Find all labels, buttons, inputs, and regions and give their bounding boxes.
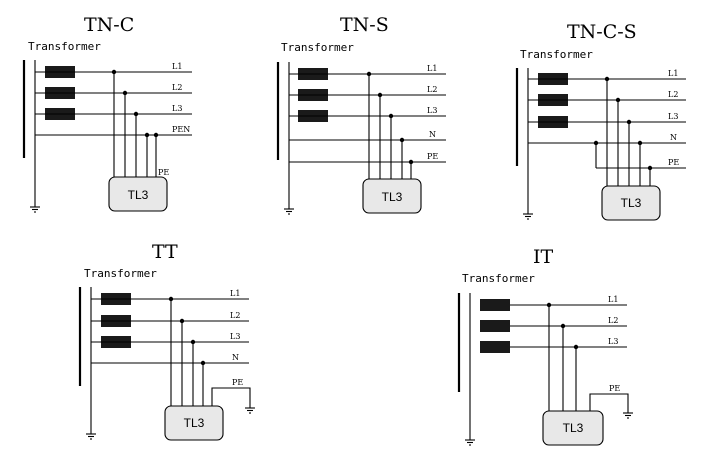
diagram-tn-s: TN-S Transformer L1 L2 L3 N PE TL3 (276, 14, 446, 215)
junction-dot (388, 113, 394, 119)
transformer-label: Transformer (28, 40, 101, 53)
label-l1: L1 (172, 62, 182, 71)
junction-dot (593, 140, 599, 146)
diagram-tn-c: TN-C Transformer L1 L2 L3 PEN PE TL3 (22, 14, 192, 213)
label-l1: L1 (230, 289, 240, 298)
transformer-label: Transformer (520, 48, 593, 61)
label-pe: PE (609, 384, 620, 393)
ground-symbol-icon (245, 407, 255, 414)
label-n: N (232, 353, 239, 362)
junction-dot (179, 318, 185, 324)
label-l3: L3 (230, 332, 240, 341)
device-box (362, 178, 422, 214)
label-pe: PE (668, 158, 679, 167)
pe-conductor (589, 393, 629, 413)
diagram-tt: TT Transformer L1 L2 L3 N PE TL3 (78, 241, 255, 441)
diagram-title: TN-C-S (567, 21, 637, 43)
junction-dot (111, 69, 117, 75)
junction-dot (637, 140, 643, 146)
junction-dot (190, 339, 196, 345)
device-label: TL3 (382, 190, 403, 204)
junction-dot (560, 323, 566, 329)
transformer-coil-l2 (480, 320, 510, 332)
device-box (164, 405, 224, 441)
ground-symbol-icon (284, 208, 294, 215)
diagram-title: TN-C (84, 14, 134, 36)
transformer-coil-l1 (480, 299, 510, 311)
label-l2: L2 (172, 83, 182, 92)
diagram-title: TN-S (340, 14, 389, 36)
diagram-title: IT (533, 246, 554, 268)
label-l3: L3 (668, 112, 678, 121)
junction-dot (144, 132, 150, 138)
label-pe: PE (427, 152, 438, 161)
junction-dot (377, 92, 383, 98)
label-l3: L3 (172, 104, 182, 113)
diagram-it: IT Transformer L1 L2 L3 PE TL3 (457, 246, 633, 446)
transformer-label: Transformer (462, 272, 535, 285)
label-n: N (670, 133, 677, 142)
junction-dot (168, 296, 174, 302)
pe-conductor (211, 387, 251, 408)
label-pe: PE (232, 378, 243, 387)
junction-dot (615, 97, 621, 103)
ground-symbol-icon (86, 433, 96, 440)
diagram-tn-c-s: TN-C-S Transformer L1 L2 L3 N PE TL3 (515, 21, 686, 221)
label-l2: L2 (230, 311, 240, 320)
transformer-label: Transformer (281, 41, 354, 54)
junction-dot (408, 159, 414, 165)
label-l2: L2 (668, 90, 678, 99)
label-l3: L3 (427, 106, 437, 115)
junction-dot (647, 165, 653, 171)
device-label: TL3 (621, 196, 642, 210)
label-pe: PE (158, 168, 169, 177)
device-box (108, 176, 168, 212)
junction-dot (546, 302, 552, 308)
device-label: TL3 (128, 188, 149, 202)
label-l1: L1 (608, 295, 618, 304)
junction-dot (604, 76, 610, 82)
label-l2: L2 (608, 316, 618, 325)
junction-dot (626, 119, 632, 125)
ground-symbol-icon (30, 206, 40, 213)
transformer-coil-l3 (480, 341, 510, 353)
label-l3: L3 (608, 337, 618, 346)
device-box (601, 185, 661, 221)
junction-dot (122, 90, 128, 96)
ground-symbol-icon (523, 213, 533, 220)
ground-symbol-icon (465, 439, 475, 446)
ground-symbol-icon (623, 412, 633, 419)
junction-dot (573, 344, 579, 350)
label-n: N (429, 130, 436, 139)
device-label: TL3 (563, 421, 584, 435)
diagram-title: TT (152, 241, 178, 263)
junction-dot (153, 132, 159, 138)
junction-dot (366, 71, 372, 77)
label-l1: L1 (668, 69, 678, 78)
device-box (542, 410, 604, 446)
transformer-label: Transformer (84, 267, 157, 280)
junction-dot (133, 111, 139, 117)
label-l2: L2 (427, 85, 437, 94)
junction-dot (399, 137, 405, 143)
device-label: TL3 (184, 416, 205, 430)
junction-dot (200, 360, 206, 366)
label-pen: PEN (172, 125, 190, 134)
label-l1: L1 (427, 64, 437, 73)
